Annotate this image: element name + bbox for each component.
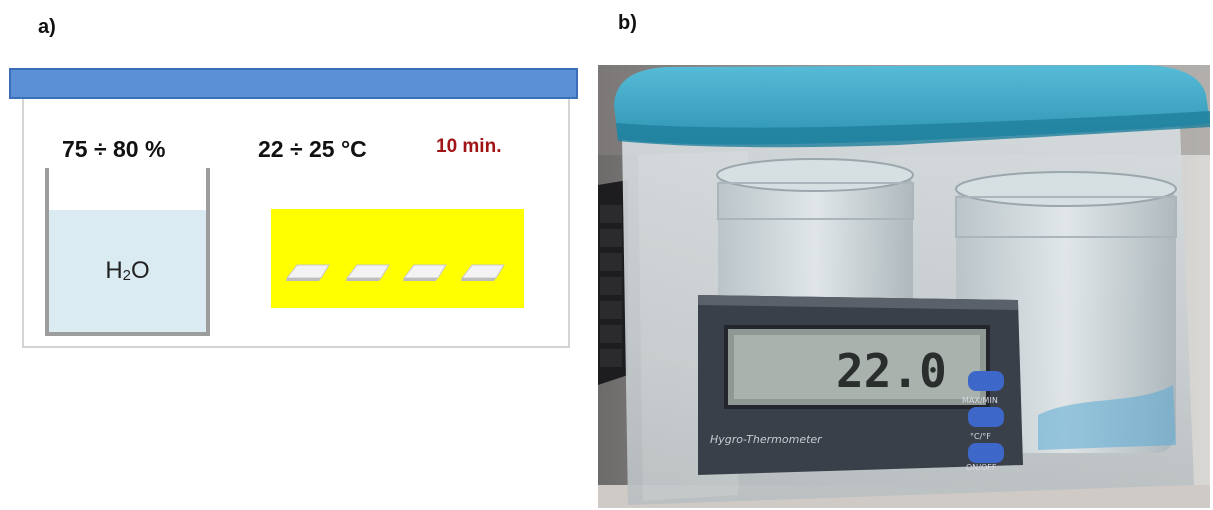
- unit-toggle-button: °C/°F: [968, 407, 1004, 441]
- temperature-range-label: 22 ÷ 25 °C: [258, 136, 367, 162]
- panel-b-photo: 22.0 Hygro-Thermometer MAX/MIN °C/°F ON/…: [598, 65, 1210, 508]
- sample-slab: [345, 264, 390, 281]
- humidity-range-label: 75 ÷ 80 %: [62, 136, 166, 162]
- thermometer-reading: 22.0: [836, 344, 947, 398]
- thermometer-brand-label: Hygro-Thermometer: [710, 433, 823, 446]
- water-fill: H2O: [49, 210, 206, 332]
- hygro-thermometer: 22.0 Hygro-Thermometer MAX/MIN °C/°F ON/…: [698, 295, 1023, 475]
- water-formula-h: H: [105, 257, 123, 284]
- sample-slab: [285, 264, 330, 281]
- chamber-lid: [9, 68, 578, 99]
- max-min-button: MAX/MIN: [962, 371, 1004, 405]
- sample-slab: [402, 264, 447, 281]
- sample-tray-graphic: [285, 264, 505, 281]
- water-beaker: H2O: [45, 168, 210, 336]
- power-button: ON/OFF: [966, 443, 1004, 472]
- water-formula-o: O: [131, 257, 150, 284]
- keyboard-background: [598, 180, 628, 385]
- water-formula-subscript: 2: [122, 267, 131, 284]
- sample-slab: [460, 264, 505, 281]
- container-lid: [614, 65, 1210, 148]
- water-formula: H2O: [49, 257, 206, 285]
- sample-tray: [271, 209, 524, 308]
- power-button-label: ON/OFF: [966, 463, 997, 472]
- panel-a-label: a): [38, 16, 56, 38]
- unit-toggle-button-label: °C/°F: [970, 432, 991, 441]
- max-min-button-label: MAX/MIN: [962, 396, 998, 405]
- humidity-chamber-photo: 22.0 Hygro-Thermometer MAX/MIN °C/°F ON/…: [598, 65, 1210, 508]
- panel-b-label: b): [618, 12, 637, 34]
- duration-label: 10 min.: [436, 136, 502, 157]
